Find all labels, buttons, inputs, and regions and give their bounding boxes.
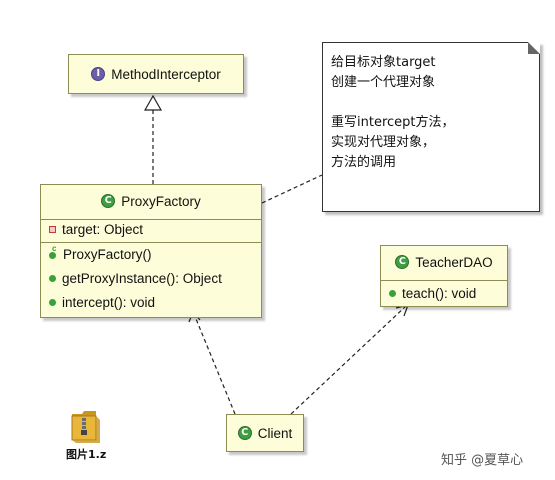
- note-line: [331, 93, 531, 113]
- class-divider: [41, 242, 261, 243]
- note-line: 实现对代理对象，: [331, 135, 436, 150]
- class-name: Client: [257, 425, 293, 441]
- note-line: 方法的调用: [331, 155, 397, 170]
- method-row: c ProxyFactory(): [49, 244, 152, 262]
- class-divider: [41, 219, 261, 220]
- note-line: 创建一个代理对象: [331, 75, 436, 90]
- interface-icon: I: [91, 67, 106, 81]
- method-text: teach(): void: [402, 286, 477, 301]
- private-field-icon: [49, 226, 56, 233]
- class-icon: C: [395, 255, 410, 269]
- field-text: target: Object: [62, 222, 144, 237]
- note-line: 重写intercept方法，: [331, 115, 455, 130]
- teacher-dao-class[interactable]: C TeacherDAO teach(): void: [380, 245, 508, 307]
- note: 给目标对象target 创建一个代理对象 重写intercept方法， 实现对代…: [322, 42, 540, 212]
- note-anchor-line: [261, 174, 323, 204]
- proxy-factory-class[interactable]: C ProxyFactory target: Object c ProxyFac…: [40, 184, 262, 318]
- method-row: intercept(): void: [49, 295, 155, 310]
- method-interceptor-class[interactable]: I MethodInterceptor: [68, 54, 244, 94]
- client-proxyfactory-dependency: [193, 313, 236, 415]
- class-name: TeacherDAO: [415, 254, 493, 270]
- public-method-icon: [49, 275, 56, 282]
- realization-arrowhead: [143, 94, 163, 111]
- class-icon: C: [237, 426, 252, 440]
- watermark: 知乎 @夏草心: [441, 453, 524, 468]
- method-row: teach(): void: [389, 286, 476, 301]
- method-text: intercept(): void: [62, 295, 156, 310]
- class-name: MethodInterceptor: [111, 66, 221, 82]
- class-divider: [381, 280, 507, 281]
- note-line: 给目标对象target: [331, 55, 436, 70]
- client-teacherdao-dependency: [290, 305, 407, 415]
- client-class[interactable]: C Client: [226, 414, 304, 452]
- public-method-icon: [389, 290, 396, 297]
- method-row: getProxyInstance(): Object: [49, 271, 222, 286]
- class-name: ProxyFactory: [121, 193, 201, 209]
- file-label: 图片1.z: [66, 448, 107, 461]
- public-method-icon: [49, 299, 56, 306]
- class-icon: C: [101, 194, 116, 208]
- zip-folder-icon[interactable]: [70, 408, 102, 444]
- method-text: ProxyFactory(): [63, 247, 152, 262]
- note-fold-corner: [528, 42, 540, 54]
- method-text: getProxyInstance(): Object: [62, 271, 222, 286]
- field-row: target: Object: [49, 222, 143, 237]
- constructor-icon: c: [49, 244, 57, 259]
